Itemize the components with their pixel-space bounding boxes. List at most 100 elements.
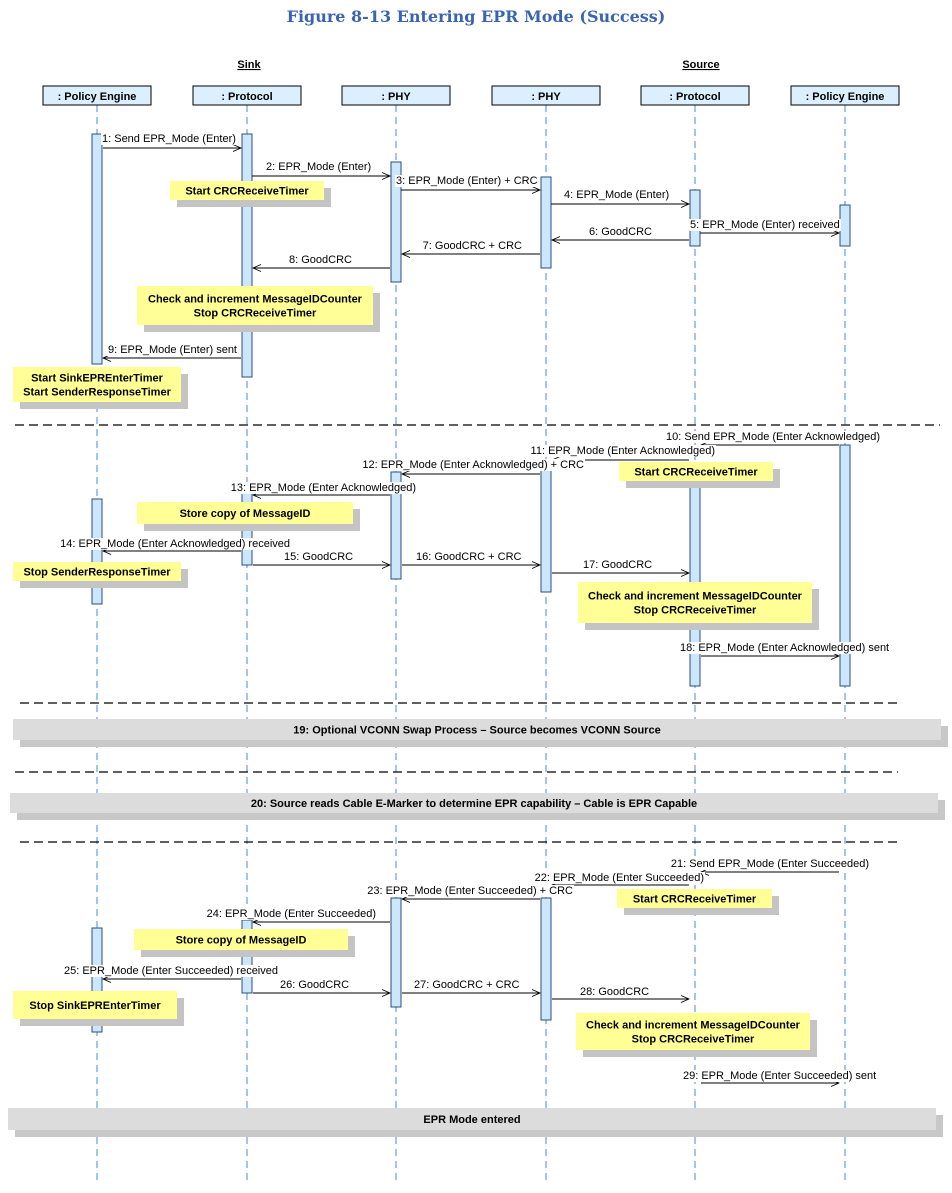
note: Stop SenderResponseTimer [13,562,188,588]
message-label-bg [579,986,651,998]
message-3: 3: EPR_Mode (Enter) + CRC [395,175,540,190]
message-label-bg [563,189,671,201]
lifeline-label-0: : Policy Engine [58,91,137,103]
message-label: 5: EPR_Mode (Enter) received [690,219,840,231]
message-label: 6: GoodCRC [589,226,652,238]
message-label-bg [529,445,716,457]
message-label-bg [205,908,377,920]
note: Start CRCReceiveTimer [170,181,331,207]
activation-bar [390,897,402,1008]
message-label: 26: GoodCRC [280,979,349,991]
note: Store copy of MessageID [137,502,360,531]
process-bands: 19: Optional VCONN Swap Process – Source… [8,719,948,1137]
message-label-bg [679,642,891,654]
message-8: 8: GoodCRC [253,254,390,268]
message-label-bg [59,538,291,550]
message-label-bg [101,133,237,145]
band-label: 19: Optional VCONN Swap Process – Source… [293,725,660,737]
activation-bar [839,444,851,687]
message-label-bg [588,226,654,238]
band-label: 20: Source reads Cable E-Marker to deter… [251,798,697,810]
lifeline-label-1: : Protocol [221,91,272,103]
note-text: Stop SinkEPREnterTimer [29,1000,161,1012]
lifeline-header-1 [192,85,302,106]
note-box [13,991,177,1019]
message-label: 13: EPR_Mode (Enter Acknowledged) [231,482,416,494]
group-label-source: Source [682,59,719,71]
message-label: 11: EPR_Mode (Enter Acknowledged) [531,445,715,457]
message-25: 27: GoodCRC + CRC [402,979,540,993]
message-1: 1: Send EPR_Mode (Enter) [101,133,241,148]
lifeline-header-2 [341,85,451,106]
message-15: 15: GoodCRC [253,551,390,565]
message-label-bg [395,175,539,187]
note-box [170,181,324,200]
group-label-sink: Sink [237,59,261,71]
separators [15,424,940,843]
note-text: Start CRCReceiveTimer [634,467,758,479]
note: Check and increment MessageIDCounterStop… [137,286,380,332]
message-label: 1: Send EPR_Mode (Enter) [102,133,236,145]
message-label: 16: GoodCRC + CRC [416,551,522,563]
message-18: 18: EPR_Mode (Enter Acknowledged) sent [679,642,891,656]
note-text: Stop CRCReceiveTimer [632,1034,755,1046]
lifeline-label-4: : Protocol [669,91,720,103]
message-6: 6: GoodCRC [552,226,689,240]
message-label-bg [582,559,654,571]
message-label: 28: GoodCRC [580,986,649,998]
activation-bar [540,469,552,593]
activation-bar [91,133,103,365]
note-text: Store copy of MessageID [176,935,307,947]
note-text: Start SinkEPREnterTimer [31,373,164,385]
message-label: 25: EPR_Mode (Enter Succeeded) received [64,965,278,977]
message-label: 23: EPR_Mode (Enter Succeeded) + CRC [367,885,573,897]
message-11: 11: EPR_Mode (Enter Acknowledged) [529,445,716,460]
note-box [13,367,181,402]
message-label-bg [229,482,417,494]
message-label-bg [689,219,841,231]
message-19: 21: Send EPR_Mode (Enter Succeeded) [669,858,870,872]
message-7: 7: GoodCRC + CRC [402,240,540,254]
message-label-bg [283,551,355,563]
message-label-bg [106,344,238,356]
activation-bar [390,161,402,283]
lifeline-header-0 [42,85,152,106]
activation-bar [839,204,851,247]
message-label-bg [413,979,521,991]
message-24: 26: GoodCRC [253,979,390,993]
lifeline-header-4 [640,85,750,106]
message-label-bg [669,858,870,870]
process-band [13,719,941,740]
message-20: 22: EPR_Mode (Enter Succeeded) [533,872,705,885]
activation-bar [91,498,103,605]
message-label: 18: EPR_Mode (Enter Acknowledged) sent [680,642,889,654]
message-label: 9: EPR_Mode (Enter) sent [108,344,237,356]
activation-bar [241,133,253,378]
message-21: 23: EPR_Mode (Enter Succeeded) + CRC [366,885,575,899]
message-14: 14: EPR_Mode (Enter Acknowledged) receiv… [59,538,291,551]
note: Start CRCReceiveTimer [617,889,779,915]
lifeline-label-3: : PHY [531,91,561,103]
note-box [617,889,772,908]
process-band [8,1108,936,1130]
message-label: 4: EPR_Mode (Enter) [564,189,669,201]
message-label: 8: GoodCRC [289,254,352,266]
message-10: 10: Send EPR_Mode (Enter Acknowledged) [664,431,881,445]
message-23: 25: EPR_Mode (Enter Succeeded) received [62,965,279,979]
note-text: Check and increment MessageIDCounter [588,591,803,603]
message-26: 28: GoodCRC [552,986,689,999]
note-text: Check and increment MessageIDCounter [148,294,363,306]
message-label-bg [415,551,523,563]
message-5: 5: EPR_Mode (Enter) received [689,219,841,233]
message-label: 3: EPR_Mode (Enter) + CRC [396,175,538,187]
message-label-bg [265,161,373,173]
message-label: 12: EPR_Mode (Enter Acknowledged) + CRC [362,459,584,471]
process-band [10,793,938,813]
message-27: 29: EPR_Mode (Enter Succeeded) sent [682,1070,878,1083]
activation-bar [540,897,552,1021]
message-22: 24: EPR_Mode (Enter Succeeded) [205,908,390,922]
note-box [619,462,773,481]
activation-bar [540,176,552,269]
note-box [13,562,181,581]
